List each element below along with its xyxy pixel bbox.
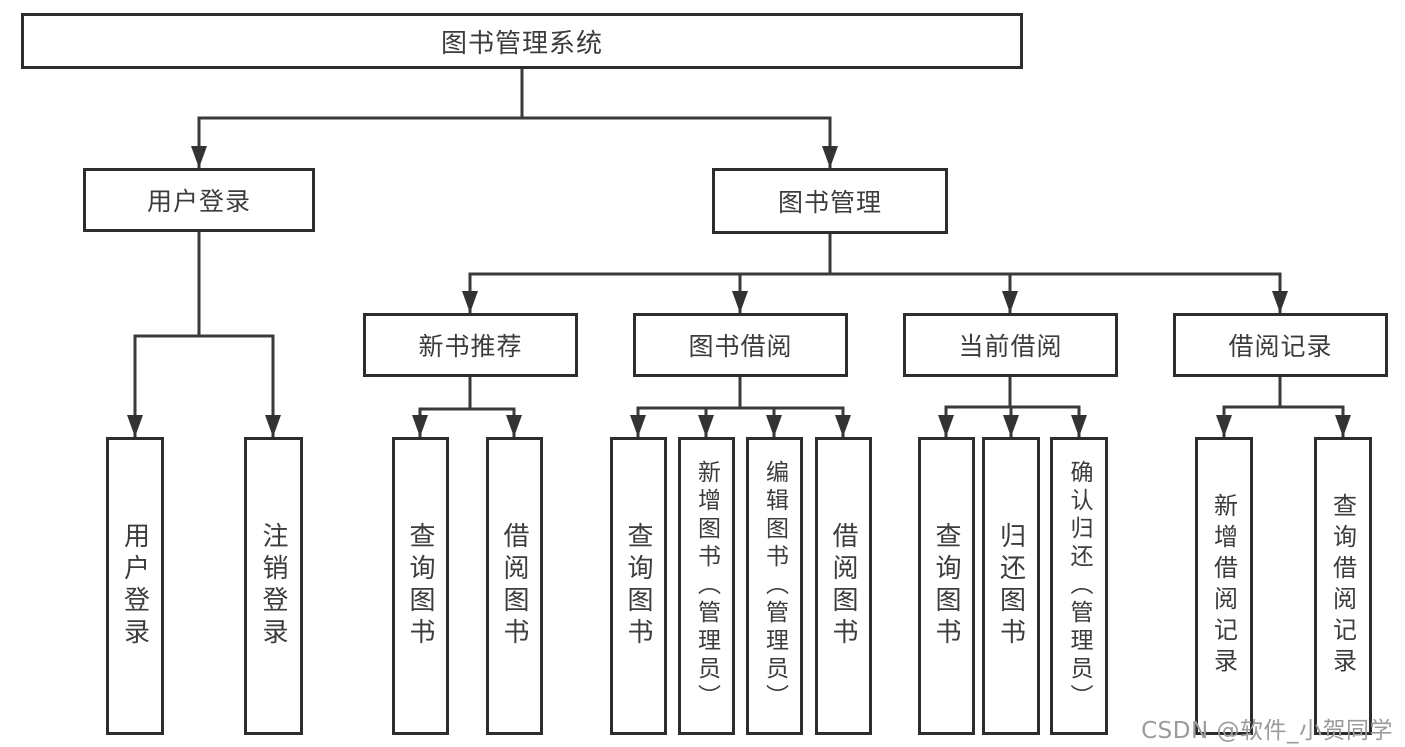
leaf-user-login: 用户登录 [106,437,164,735]
node-book-management: 图书管理 [712,168,948,234]
node-user-login: 用户登录 [83,168,315,232]
leaf-query-book-recommend: 查询图书 [392,437,449,735]
leaf-add-borrow-record-label: 新增借阅记录 [1209,493,1238,679]
node-borrow-records-label: 借阅记录 [1228,332,1333,361]
leaf-borrow-book: 借阅图书 [815,437,872,735]
leaf-borrow-book-recommend-label: 借阅图书 [499,522,529,650]
leaf-return-book: 归还图书 [982,437,1040,735]
node-user-login-label: 用户登录 [146,187,251,216]
leaf-query-borrow-record: 查询借阅记录 [1314,437,1372,735]
leaf-add-borrow-record: 新增借阅记录 [1195,437,1253,735]
leaf-edit-book-admin-label: 编辑图书（管理员） [761,460,788,712]
leaf-edit-book-admin: 编辑图书（管理员） [746,437,803,735]
leaf-user-login-label: 用户登录 [119,522,150,650]
leaf-query-borrow-record-label: 查询借阅记录 [1328,493,1357,679]
node-new-book-recommend-label: 新书推荐 [418,332,523,361]
node-book-borrow-label: 图书借阅 [688,332,793,361]
leaf-return-book-label: 归还图书 [995,522,1026,650]
leaf-query-book-recommend-label: 查询图书 [405,522,435,650]
node-borrow-records: 借阅记录 [1173,313,1388,377]
node-book-management-label: 图书管理 [777,188,882,217]
leaf-query-book-borrow-label: 查询图书 [623,522,653,650]
leaf-add-book-admin: 新增图书（管理员） [678,437,735,735]
node-current-borrow: 当前借阅 [903,313,1118,377]
arrowhead-icons [127,146,1351,437]
node-new-book-recommend: 新书推荐 [363,313,578,377]
leaf-confirm-return-admin: 确认归还（管理员） [1050,437,1108,735]
leaf-logout: 注销登录 [244,437,303,735]
node-book-borrow: 图书借阅 [633,313,848,377]
leaf-add-book-admin-label: 新增图书（管理员） [693,460,720,712]
leaf-borrow-book-recommend: 借阅图书 [486,437,543,735]
root-node-label: 图书管理系统 [440,28,603,59]
leaf-query-book-borrow: 查询图书 [610,437,667,735]
leaf-logout-label: 注销登录 [258,522,288,650]
csdn-watermark: CSDN @软件_小贺同学 [1141,718,1393,744]
node-current-borrow-label: 当前借阅 [958,332,1063,361]
leaf-confirm-return-admin-label: 确认归还（管理员） [1066,460,1092,712]
leaf-query-book-current-label: 查询图书 [931,522,961,650]
leaf-query-book-current: 查询图书 [918,437,975,735]
leaf-borrow-book-label: 借阅图书 [828,522,858,650]
root-node-library-system: 图书管理系统 [21,13,1023,69]
